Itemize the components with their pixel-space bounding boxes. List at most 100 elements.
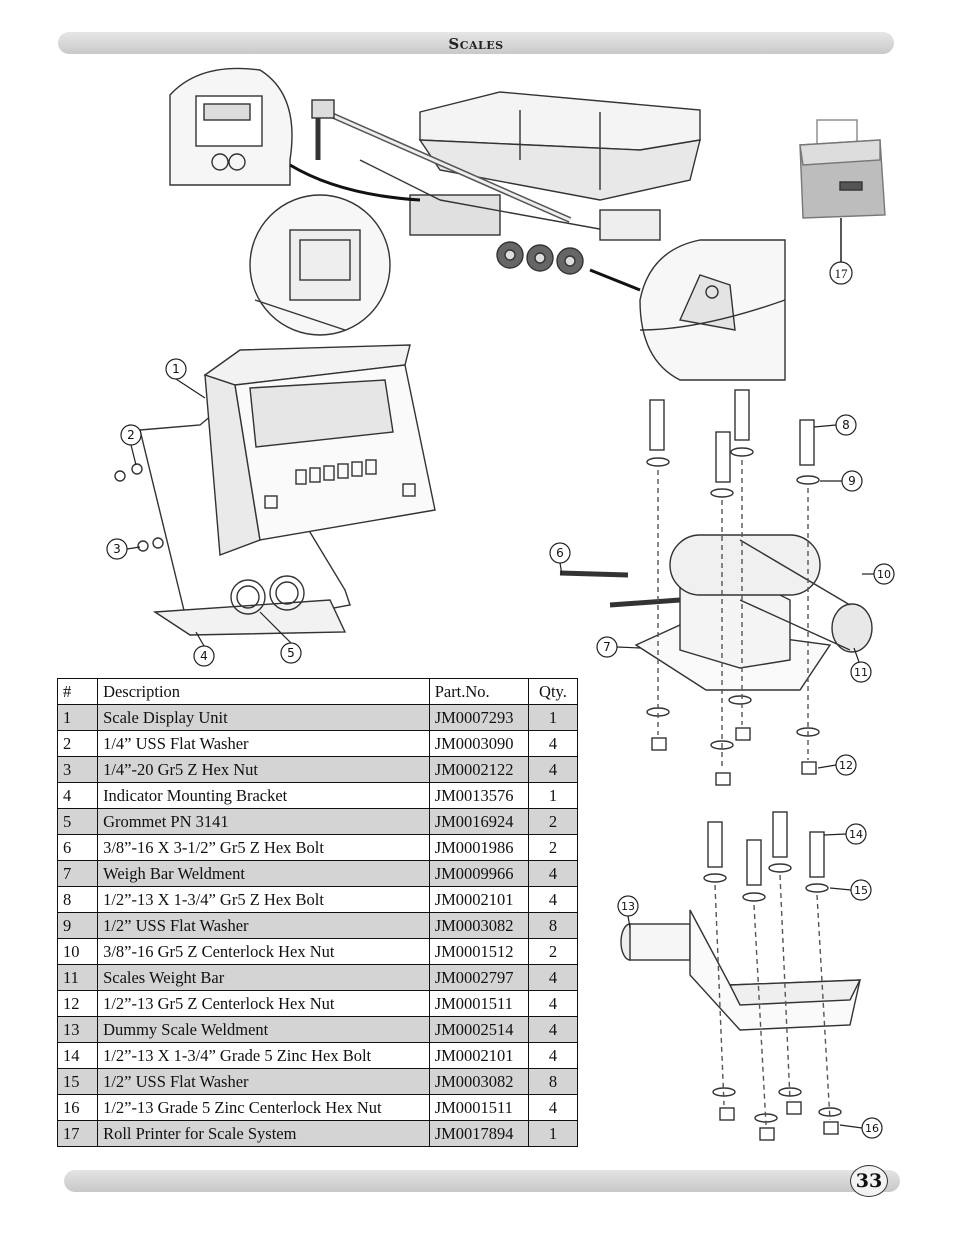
row-description: Indicator Mounting Bracket bbox=[97, 782, 430, 809]
callout-1-circle bbox=[165, 358, 187, 380]
row-part-no: JM0002101 bbox=[428, 1042, 529, 1069]
row-description: 1/2”-13 Grade 5 Zinc Centerlock Hex Nut bbox=[97, 1094, 430, 1121]
row-part-no: JM0001512 bbox=[428, 938, 529, 965]
row-part-no: JM0013576 bbox=[428, 782, 529, 809]
row-qty: 4 bbox=[527, 990, 579, 1017]
callout-12: 12 bbox=[839, 759, 853, 772]
bracket-inset bbox=[589, 239, 786, 381]
callout-9: 9 bbox=[848, 474, 856, 488]
printer-drawing bbox=[799, 119, 886, 262]
header-qty: Qty. bbox=[527, 678, 579, 705]
callout-10: 10 bbox=[877, 568, 891, 581]
callout-1: 1 bbox=[172, 362, 180, 376]
row-description: Grommet PN 3141 bbox=[97, 808, 430, 835]
row-description: 1/2”-13 X 1-3/4” Grade 5 Zinc Hex Bolt bbox=[97, 1042, 430, 1069]
weigh-bar-drawing bbox=[559, 389, 873, 786]
row-number: 13 bbox=[56, 1016, 99, 1043]
callout-16: 16 bbox=[865, 1122, 879, 1135]
row-qty: 8 bbox=[527, 912, 579, 939]
row-qty: 2 bbox=[527, 808, 579, 835]
row-number: 2 bbox=[56, 730, 99, 757]
row-description: Scales Weight Bar bbox=[97, 964, 430, 991]
row-number: 4 bbox=[56, 782, 99, 809]
header-bar: Scales bbox=[58, 32, 894, 54]
row-part-no: JM0001986 bbox=[428, 834, 529, 861]
row-qty: 4 bbox=[527, 756, 579, 783]
row-number: 5 bbox=[56, 808, 99, 835]
callout-13: 13 bbox=[621, 900, 635, 913]
row-description: 1/2” USS Flat Washer bbox=[97, 912, 430, 939]
row-description: Dummy Scale Weldment bbox=[97, 1016, 430, 1043]
callout-3: 3 bbox=[113, 542, 121, 556]
callout-8: 8 bbox=[842, 418, 850, 432]
row-description: 1/2” USS Flat Washer bbox=[97, 1068, 430, 1095]
row-description: 3/8”-16 X 3-1/2” Gr5 Z Hex Bolt bbox=[97, 834, 430, 861]
row-number: 3 bbox=[56, 756, 99, 783]
mount-inset bbox=[249, 194, 391, 336]
row-number: 15 bbox=[56, 1068, 99, 1095]
row-part-no: JM0003090 bbox=[428, 730, 529, 757]
row-part-no: JM0003082 bbox=[428, 1068, 529, 1095]
callout-5: 5 bbox=[287, 646, 295, 660]
row-qty: 2 bbox=[527, 938, 579, 965]
display-inset bbox=[169, 67, 421, 202]
row-number: 7 bbox=[56, 860, 99, 887]
callout-11: 11 bbox=[854, 666, 868, 679]
callout-15: 15 bbox=[854, 884, 868, 897]
row-part-no: JM0007293 bbox=[428, 704, 529, 731]
row-qty: 4 bbox=[527, 1016, 579, 1043]
row-qty: 1 bbox=[527, 1120, 579, 1147]
row-part-no: JM0001511 bbox=[428, 1094, 529, 1121]
row-part-no: JM0017894 bbox=[428, 1120, 529, 1147]
row-qty: 4 bbox=[527, 1094, 579, 1121]
callout-14: 14 bbox=[849, 828, 863, 841]
row-part-no: JM0002514 bbox=[428, 1016, 529, 1043]
callout-6: 6 bbox=[556, 546, 564, 560]
trailer-drawing bbox=[311, 91, 701, 275]
row-number: 17 bbox=[56, 1120, 99, 1147]
row-number: 1 bbox=[56, 704, 99, 731]
row-number: 6 bbox=[56, 834, 99, 861]
callout-7: 7 bbox=[603, 640, 611, 654]
page-title: Scales bbox=[448, 35, 504, 53]
row-part-no: JM0003082 bbox=[428, 912, 529, 939]
row-part-no: JM0016924 bbox=[428, 808, 529, 835]
row-number: 9 bbox=[56, 912, 99, 939]
row-description: Scale Display Unit bbox=[97, 704, 430, 731]
row-description: 1/2”-13 X 1-3/4” Gr5 Z Hex Bolt bbox=[97, 886, 430, 913]
header-description: Description bbox=[97, 678, 430, 705]
callout-2: 2 bbox=[127, 428, 135, 442]
row-qty: 1 bbox=[527, 782, 579, 809]
row-number: 14 bbox=[56, 1042, 99, 1069]
row-description: 1/2”-13 Gr5 Z Centerlock Hex Nut bbox=[97, 990, 430, 1017]
row-qty: 4 bbox=[527, 886, 579, 913]
row-part-no: JM0001511 bbox=[428, 990, 529, 1017]
row-number: 10 bbox=[56, 938, 99, 965]
row-description: 3/8”-16 Gr5 Z Centerlock Hex Nut bbox=[97, 938, 430, 965]
row-qty: 8 bbox=[527, 1068, 579, 1095]
row-description: Roll Printer for Scale System bbox=[97, 1120, 430, 1147]
row-number: 11 bbox=[56, 964, 99, 991]
row-part-no: JM0002122 bbox=[428, 756, 529, 783]
row-qty: 1 bbox=[527, 704, 579, 731]
row-number: 8 bbox=[56, 886, 99, 913]
row-qty: 4 bbox=[527, 860, 579, 887]
row-qty: 4 bbox=[527, 1042, 579, 1069]
row-number: 12 bbox=[56, 990, 99, 1017]
header-number: # bbox=[56, 678, 99, 705]
